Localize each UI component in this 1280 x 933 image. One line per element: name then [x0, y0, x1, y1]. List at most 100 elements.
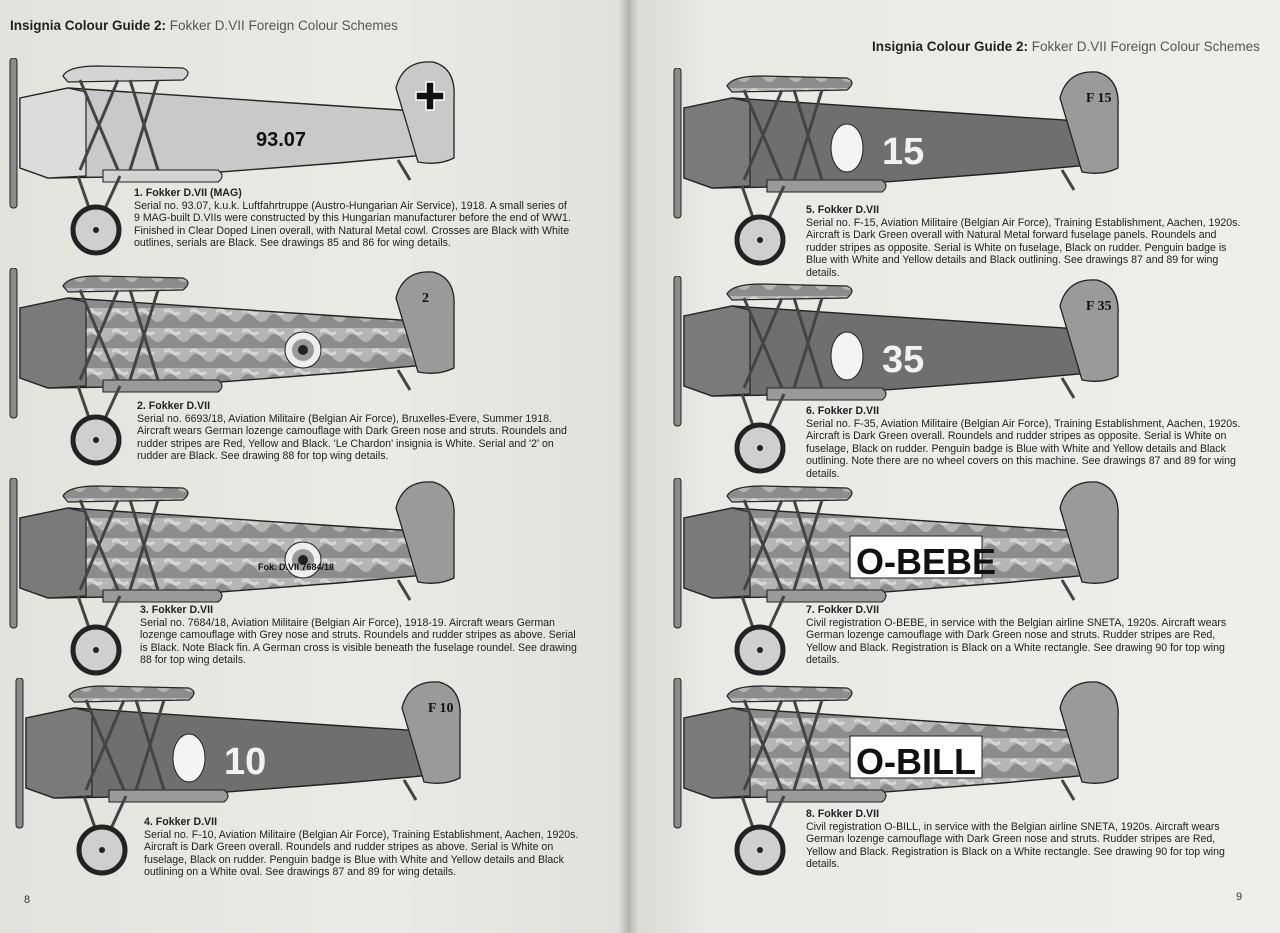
propeller	[9, 267, 18, 419]
propeller	[9, 477, 18, 629]
penguin-badge-icon	[830, 123, 864, 173]
rudder	[1059, 681, 1119, 784]
caption-title: 8. Fokker D.VII	[806, 808, 880, 820]
top-wing	[726, 75, 853, 93]
nose-cowl	[683, 97, 751, 189]
nose-cowl	[19, 297, 87, 389]
caption-title: 7. Fokker D.VII	[806, 604, 880, 616]
caption-text: Serial no. 93.07, k.u.k. Luftfahrtruppe …	[134, 199, 571, 250]
caption-title: 3. Fokker D.VII	[140, 604, 214, 616]
tail-skid	[1060, 377, 1076, 399]
left-page-header: Insignia Colour Guide 2: Fokker D.VII Fo…	[10, 18, 398, 33]
aircraft-side-view: O-BEBE	[673, 477, 1119, 676]
header-subtitle: Fokker D.VII Foreign Colour Schemes	[166, 18, 398, 33]
lower-wing	[102, 169, 223, 183]
header-bold: Insignia Colour Guide 2:	[872, 39, 1029, 54]
caption-text: Civil registration O-BILL, in service wi…	[806, 820, 1225, 871]
rudder	[1059, 71, 1119, 174]
fuselage-serial: 93.07	[256, 129, 306, 151]
wing-strut	[78, 499, 120, 591]
rudder	[401, 681, 461, 784]
top-wing	[726, 485, 853, 503]
propeller	[673, 677, 682, 829]
wing-strut	[84, 699, 126, 791]
aircraft-illustration-1: 93.07	[8, 57, 468, 258]
right-page-header: Insignia Colour Guide 2: Fokker D.VII Fo…	[872, 39, 1260, 54]
wing-strut	[128, 289, 160, 381]
caption-text: Serial no. 6693/18, Aviation Militaire (…	[137, 412, 567, 463]
rudder-serial: F 15	[1086, 91, 1112, 106]
fuselage-serial: 15	[882, 131, 924, 173]
fuselage-serial: O-BEBE	[856, 541, 996, 582]
aircraft-illustration-2: 2	[8, 267, 468, 466]
wing-strut	[792, 89, 824, 181]
caption-title: 1. Fokker D.VII (MAG)	[134, 187, 242, 199]
rudder	[1059, 481, 1119, 584]
top-wing	[62, 485, 189, 503]
propeller	[673, 275, 682, 427]
rudder-serial: F 35	[1086, 299, 1112, 314]
rudder	[395, 271, 455, 374]
caption-text: Serial no. F-15, Aviation Militaire (Bel…	[806, 216, 1241, 279]
caption-title: 4. Fokker D.VII	[144, 816, 218, 828]
nose-cowl	[683, 707, 751, 799]
aircraft-side-view: O-BILL	[673, 677, 1119, 876]
propeller	[9, 57, 18, 209]
wing-strut	[742, 499, 784, 591]
tail-skid	[396, 159, 412, 181]
top-wing	[62, 275, 189, 293]
wheel-hub	[99, 847, 105, 853]
aircraft-illustration-5: 15 F 15	[672, 67, 1132, 268]
wing-strut	[792, 699, 824, 791]
header-bold: Insignia Colour Guide 2:	[10, 18, 167, 33]
lower-wing	[102, 589, 223, 603]
wheel-hub	[757, 647, 763, 653]
top-wing	[726, 283, 853, 301]
registration-panel	[849, 735, 983, 779]
page-gutter	[618, 0, 638, 933]
propeller	[673, 477, 682, 629]
wing-strut	[792, 499, 824, 591]
caption-text: Serial no. 7684/18, Aviation Militaire (…	[140, 616, 577, 667]
wheel-hub	[93, 647, 99, 653]
lower-wing	[766, 789, 887, 803]
aircraft-illustration-3: Fok. D.VII 7684/18	[8, 477, 468, 676]
wing-strut	[742, 297, 784, 389]
wing-strut	[78, 79, 120, 171]
aircraft-side-view: 2	[9, 267, 455, 466]
penguin-badge-icon	[830, 331, 864, 381]
lower-wing	[766, 387, 887, 401]
caption-title: 6. Fokker D.VII	[806, 405, 880, 417]
aircraft-illustration-8: O-BILL	[672, 677, 1132, 876]
wheel-hub	[757, 445, 763, 451]
wing-strut	[742, 89, 784, 181]
fuselage-serial: 10	[224, 741, 266, 783]
fuselage-serial: Fok. D.VII 7684/18	[258, 562, 334, 572]
tail-skid	[1060, 779, 1076, 801]
aircraft-side-view: Fok. D.VII 7684/18	[9, 477, 455, 676]
lower-wing	[102, 379, 223, 393]
top-wing	[726, 685, 853, 703]
aircraft-illustration-4: 10 F 10	[14, 677, 474, 876]
rudder	[395, 61, 455, 164]
rudder-serial: F 10	[428, 701, 454, 716]
propeller	[673, 67, 682, 219]
aircraft-side-view: 15 F 15	[673, 67, 1119, 266]
propeller	[15, 677, 24, 829]
aircraft-illustration-7: O-BEBE	[672, 477, 1132, 676]
wheel-hub	[93, 437, 99, 443]
penguin-badge-icon	[172, 733, 206, 783]
wheel-hub	[757, 237, 763, 243]
rudder-serial: 2	[422, 291, 429, 306]
page-number-right: 9	[1236, 891, 1243, 903]
aircraft-side-view: 93.07	[9, 57, 455, 256]
wing-strut	[78, 289, 120, 381]
top-wing	[68, 685, 195, 703]
